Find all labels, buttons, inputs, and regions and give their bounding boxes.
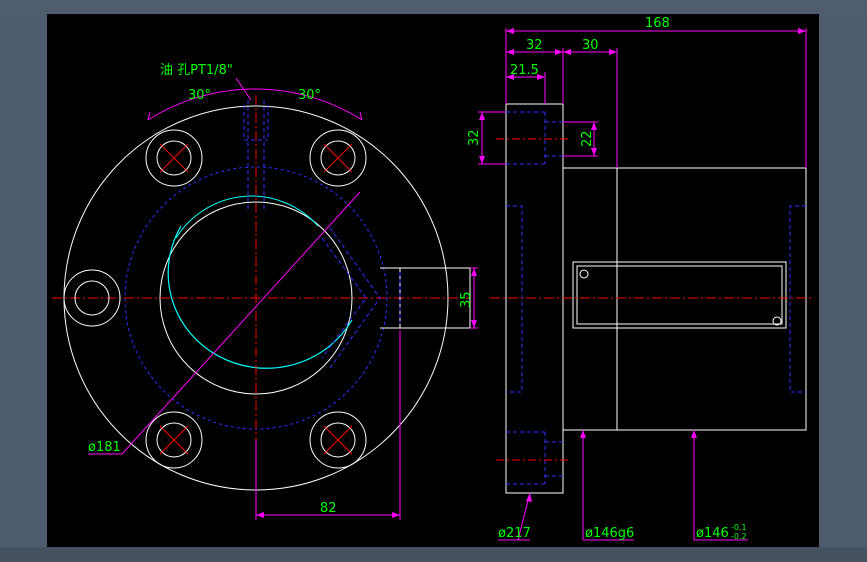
dia-181-label: ø181: [88, 440, 121, 455]
dim-21-5-label: 21.5: [510, 63, 539, 78]
bolt-hole-top-right: [309, 129, 367, 187]
dim-168: [505, 28, 807, 168]
dim-168-label: 168: [645, 16, 670, 31]
flange-bolt-hidden-top: [506, 111, 563, 165]
return-tube: [321, 227, 471, 369]
thread-arc-upper: [175, 195, 319, 239]
dia-146-tol-upper: -0.1: [731, 523, 747, 532]
flange-bolt-hidden-bottom: [506, 431, 563, 485]
bolt-hole-bottom-left: [145, 411, 203, 469]
oil-hole-label: 油 孔PT1/8": [160, 63, 233, 78]
body-outline: [562, 167, 807, 431]
window-frame-bottom: [0, 547, 867, 562]
thread-arc: [167, 225, 353, 369]
side-view: 168 32 30 21.5 32: [467, 16, 812, 541]
oil-hole: [243, 100, 269, 210]
tube-slot-inner: [576, 265, 783, 325]
bore-hidden: [506, 205, 806, 393]
angle-arc: [147, 88, 363, 121]
dia-146-tol-lower: -0.2: [731, 532, 747, 541]
cad-viewport[interactable]: [47, 14, 819, 547]
bolt-hole-left: [63, 269, 121, 327]
dia-146-label: ø146: [696, 526, 729, 541]
angle-left-label: 30°: [188, 88, 211, 103]
window-frame-top: [0, 0, 867, 14]
dim-35: [470, 267, 478, 329]
bolt-hole-bottom-right: [309, 411, 367, 469]
tube-screw-right: [772, 316, 782, 326]
angle-right-label: 30°: [298, 88, 321, 103]
dia-217-label: ø217: [498, 526, 531, 541]
dim-30-label: 30: [582, 38, 599, 53]
dim-22: [563, 121, 598, 157]
dim-35-label: 35: [459, 291, 474, 308]
dim-32-30: [506, 48, 618, 168]
bolt-hole-top-left: [145, 129, 203, 187]
dim-82-label: 82: [320, 501, 337, 516]
tube-slot: [572, 261, 787, 329]
dim-32-top-label: 32: [526, 38, 543, 53]
dim-21-5: [506, 72, 546, 104]
dim-32-left: [478, 111, 506, 165]
dia-181-leader: [121, 191, 361, 455]
tube-screw-left: [579, 269, 589, 279]
dim-22-label: 22: [580, 130, 595, 147]
dia-146g6-label: ø146g6: [585, 526, 634, 541]
dim-32-left-label: 32: [467, 129, 482, 146]
dim-82: [255, 330, 401, 520]
front-view: ø181 油 孔PT1/8" 30° 30° 82 35: [52, 63, 478, 520]
